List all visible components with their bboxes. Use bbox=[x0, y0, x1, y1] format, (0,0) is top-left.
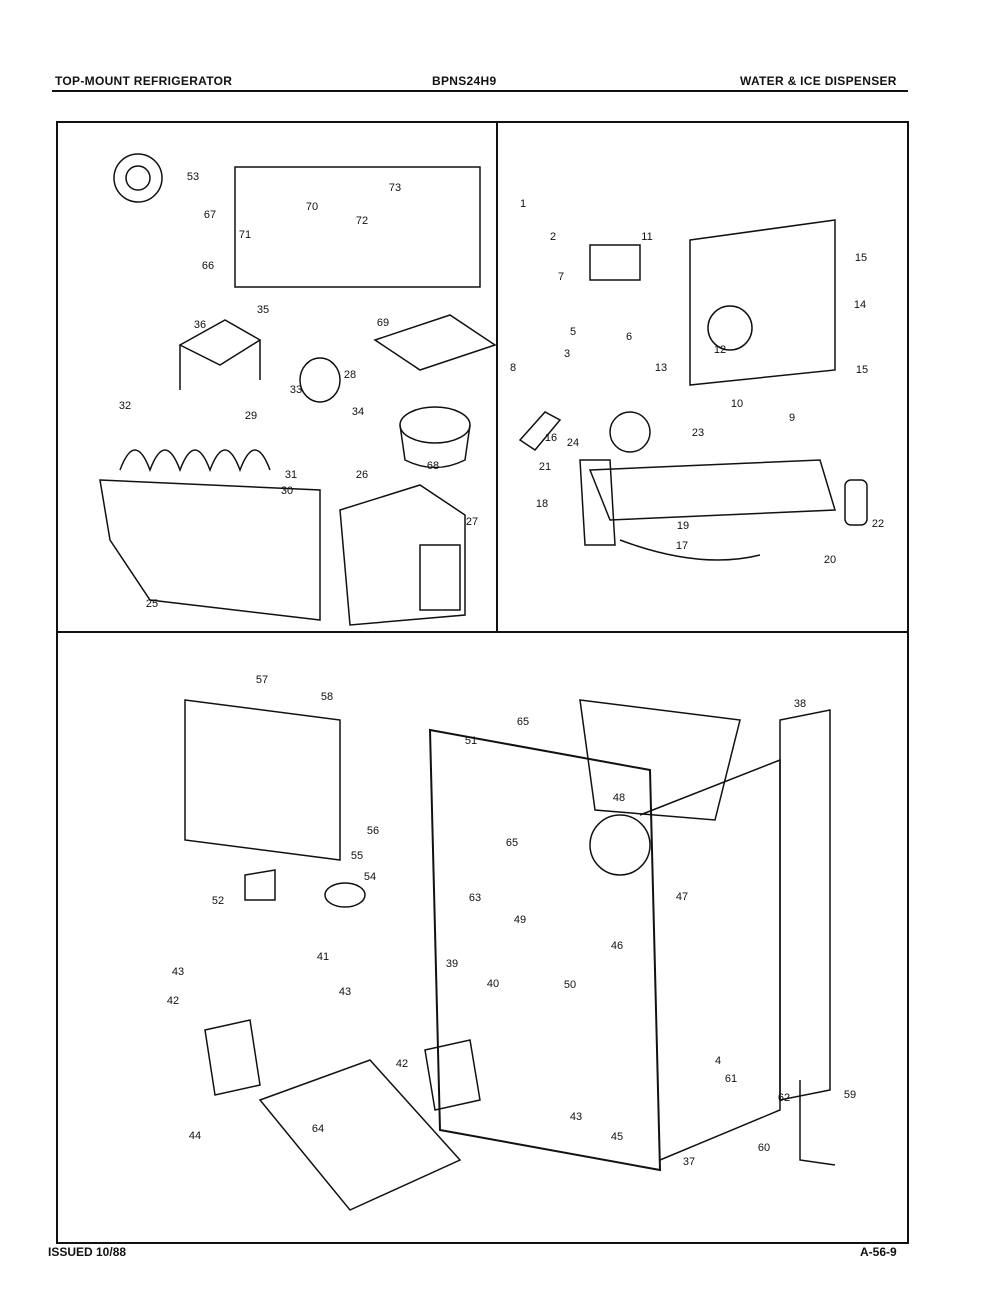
part-callout: 5 bbox=[569, 326, 577, 338]
part-callout: 9 bbox=[788, 412, 796, 424]
part-callout: 65 bbox=[505, 837, 519, 849]
part-callout: 33 bbox=[289, 384, 303, 396]
part-callout: 30 bbox=[280, 485, 294, 497]
part-callout: 7 bbox=[557, 271, 565, 283]
part-callout: 60 bbox=[757, 1142, 771, 1154]
part-callout: 70 bbox=[305, 201, 319, 213]
part-callout: 57 bbox=[255, 674, 269, 686]
part-callout: 43 bbox=[171, 966, 185, 978]
part-callout: 55 bbox=[350, 850, 364, 862]
part-callout: 22 bbox=[871, 518, 885, 530]
part-callout: 15 bbox=[854, 252, 868, 264]
part-callout: 4 bbox=[714, 1055, 722, 1067]
part-callout: 23 bbox=[691, 427, 705, 439]
ice-bin-assembly-sketch bbox=[99, 153, 497, 626]
part-callout: 52 bbox=[211, 895, 225, 907]
part-callout: 43 bbox=[338, 986, 352, 998]
part-callout: 43 bbox=[569, 1111, 583, 1123]
part-callout: 8 bbox=[509, 362, 517, 374]
part-callout: 20 bbox=[823, 554, 837, 566]
part-callout: 31 bbox=[284, 469, 298, 481]
part-callout: 12 bbox=[713, 344, 727, 356]
dispenser-assembly-sketch bbox=[184, 699, 836, 1211]
part-callout: 50 bbox=[563, 979, 577, 991]
part-callout: 29 bbox=[244, 410, 258, 422]
header-section: WATER & ICE DISPENSER bbox=[740, 74, 897, 88]
part-callout: 72 bbox=[355, 215, 369, 227]
ice-maker-assembly-sketch bbox=[518, 219, 868, 561]
part-callout: 73 bbox=[388, 182, 402, 194]
header-rule bbox=[52, 90, 908, 92]
part-callout: 68 bbox=[426, 460, 440, 472]
part-callout: 41 bbox=[316, 951, 330, 963]
footer-issued: ISSUED 10/88 bbox=[48, 1245, 127, 1259]
part-callout: 37 bbox=[682, 1156, 696, 1168]
part-callout: 14 bbox=[853, 299, 867, 311]
part-callout: 25 bbox=[145, 598, 159, 610]
part-callout: 69 bbox=[376, 317, 390, 329]
part-callout: 2 bbox=[549, 231, 557, 243]
part-callout: 45 bbox=[610, 1131, 624, 1143]
part-callout: 28 bbox=[343, 369, 357, 381]
part-callout: 21 bbox=[538, 461, 552, 473]
part-callout: 1 bbox=[519, 198, 527, 210]
part-callout: 58 bbox=[320, 691, 334, 703]
part-callout: 38 bbox=[793, 698, 807, 710]
header-model: BPNS24H9 bbox=[432, 74, 497, 88]
part-callout: 42 bbox=[395, 1058, 409, 1070]
part-callout: 10 bbox=[730, 398, 744, 410]
part-callout: 6 bbox=[625, 331, 633, 343]
part-callout: 65 bbox=[516, 716, 530, 728]
part-callout: 15 bbox=[855, 364, 869, 376]
part-callout: 63 bbox=[468, 892, 482, 904]
part-callout: 11 bbox=[641, 231, 653, 243]
part-callout: 18 bbox=[535, 498, 549, 510]
part-callout: 64 bbox=[311, 1123, 325, 1135]
part-callout: 24 bbox=[566, 437, 580, 449]
part-callout: 13 bbox=[654, 362, 668, 374]
part-callout: 34 bbox=[351, 406, 365, 418]
part-callout: 39 bbox=[445, 958, 459, 970]
part-callout: 40 bbox=[486, 978, 500, 990]
part-callout: 71 bbox=[238, 229, 252, 241]
part-callout: 66 bbox=[201, 260, 215, 272]
part-callout: 46 bbox=[610, 940, 624, 952]
footer-page-number: A-56-9 bbox=[860, 1245, 897, 1259]
part-callout: 56 bbox=[366, 825, 380, 837]
part-callout: 26 bbox=[355, 469, 369, 481]
part-callout: 32 bbox=[118, 400, 132, 412]
part-callout: 35 bbox=[256, 304, 270, 316]
part-callout: 42 bbox=[166, 995, 180, 1007]
part-callout: 3 bbox=[563, 348, 571, 360]
part-callout: 51 bbox=[464, 735, 478, 747]
part-callout: 49 bbox=[513, 914, 527, 926]
part-callout: 54 bbox=[363, 871, 377, 883]
part-callout: 47 bbox=[675, 891, 689, 903]
part-callout: 61 bbox=[724, 1073, 738, 1085]
part-callout: 36 bbox=[193, 319, 207, 331]
part-callout: 17 bbox=[675, 540, 689, 552]
header-title: TOP-MOUNT REFRIGERATOR bbox=[55, 74, 233, 88]
part-callout: 59 bbox=[843, 1089, 857, 1101]
part-callout: 53 bbox=[186, 171, 200, 183]
part-callout: 44 bbox=[188, 1130, 202, 1142]
part-callout: 16 bbox=[544, 432, 558, 444]
part-callout: 48 bbox=[612, 792, 626, 804]
diagram-frame bbox=[56, 121, 909, 1244]
part-callout: 19 bbox=[676, 520, 690, 532]
part-callout: 67 bbox=[203, 209, 217, 221]
part-callout: 27 bbox=[465, 516, 479, 528]
part-callout: 62 bbox=[777, 1092, 791, 1104]
